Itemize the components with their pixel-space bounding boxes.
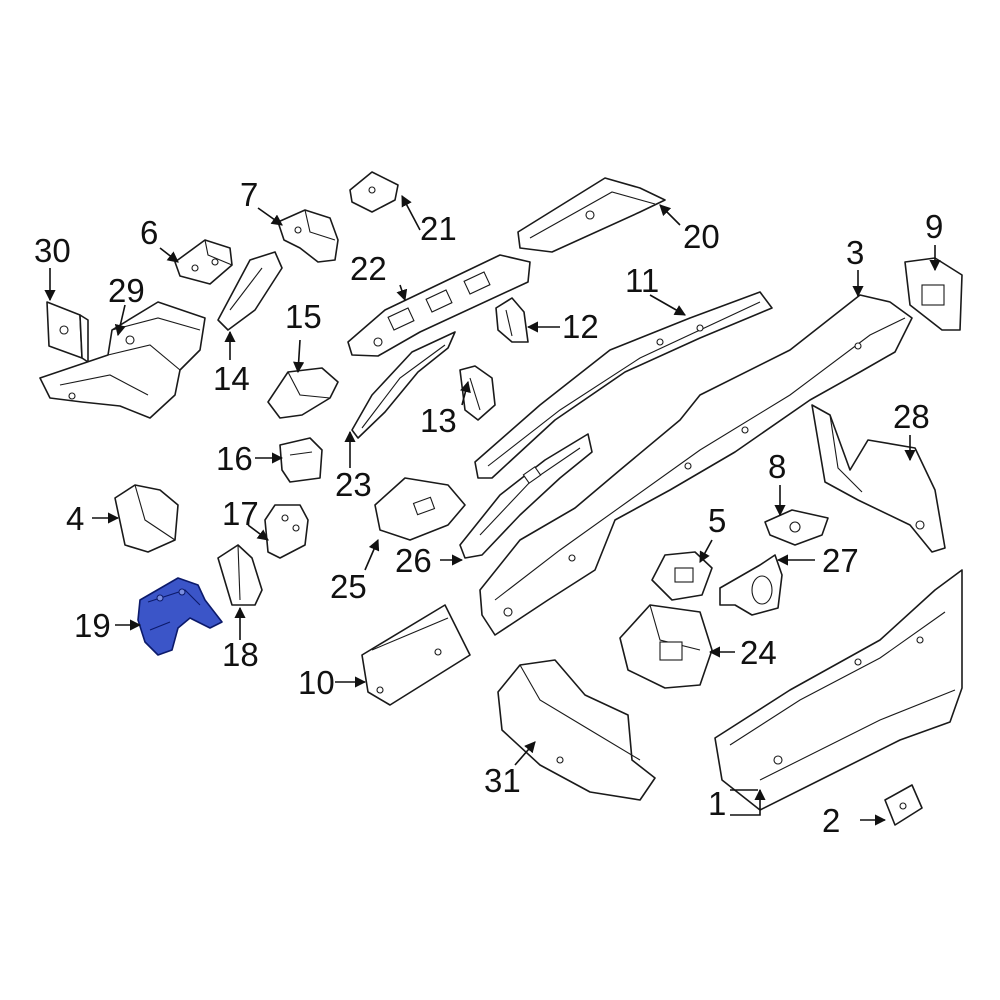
callout-4[interactable]: 4: [66, 500, 84, 537]
part-16[interactable]: [279, 437, 323, 483]
part-15[interactable]: [267, 367, 339, 419]
callout-12[interactable]: 12: [562, 308, 599, 345]
part-13[interactable]: [459, 365, 496, 421]
part-29[interactable]: [39, 301, 206, 419]
callout-27[interactable]: 27: [822, 542, 859, 579]
part-20[interactable]: [517, 177, 666, 253]
part-19[interactable]: [137, 577, 223, 656]
callout-3[interactable]: 3: [846, 234, 864, 271]
part-18[interactable]: [217, 544, 263, 606]
part-27[interactable]: [719, 554, 783, 616]
part-4[interactable]: [114, 484, 179, 553]
part-10[interactable]: [361, 604, 471, 706]
callout-2[interactable]: 2: [822, 802, 840, 839]
callout-25[interactable]: 25: [330, 568, 367, 605]
callout-1[interactable]: 1: [708, 785, 726, 822]
part-28[interactable]: [811, 404, 946, 553]
callout-7[interactable]: 7: [240, 176, 258, 213]
callout-30[interactable]: 30: [34, 232, 71, 269]
part-30[interactable]: [46, 301, 89, 363]
callout-22[interactable]: 22: [350, 250, 387, 287]
part-5[interactable]: [651, 551, 713, 601]
callout-31[interactable]: 31: [484, 762, 521, 799]
part-25[interactable]: [374, 477, 466, 541]
callout-18[interactable]: 18: [222, 636, 259, 673]
callout-10[interactable]: 10: [298, 664, 335, 701]
part-11[interactable]: [474, 291, 773, 479]
callout-20[interactable]: 20: [683, 218, 720, 255]
callout-28[interactable]: 28: [893, 398, 930, 435]
callout-5[interactable]: 5: [708, 502, 726, 539]
part-2[interactable]: [884, 784, 923, 826]
part-8[interactable]: [764, 509, 829, 546]
part-17[interactable]: [264, 504, 309, 559]
callout-23[interactable]: 23: [335, 466, 372, 503]
part-1[interactable]: [714, 569, 963, 811]
part-14[interactable]: [217, 251, 283, 331]
part-9[interactable]: [904, 257, 963, 331]
callout-labels: 30 29 6 7 14 21 20 22 15 23 12 13 11 3 9…: [34, 176, 943, 839]
callout-19[interactable]: 19: [74, 607, 111, 644]
callout-15[interactable]: 15: [285, 298, 322, 335]
part-21[interactable]: [349, 171, 399, 213]
callout-13[interactable]: 13: [420, 402, 457, 439]
callout-11[interactable]: 11: [625, 262, 659, 299]
callout-26[interactable]: 26: [395, 542, 432, 579]
part-23[interactable]: [351, 331, 456, 439]
callout-29[interactable]: 29: [108, 272, 145, 309]
part-3[interactable]: [479, 294, 913, 636]
callout-6[interactable]: 6: [140, 214, 158, 251]
callout-8[interactable]: 8: [768, 448, 786, 485]
part-22[interactable]: [347, 254, 531, 357]
callout-9[interactable]: 9: [925, 208, 943, 245]
callout-16[interactable]: 16: [216, 440, 253, 477]
callout-17[interactable]: 17: [222, 495, 259, 532]
callout-14[interactable]: 14: [213, 360, 250, 397]
part-12[interactable]: [495, 297, 529, 343]
part-26[interactable]: [459, 433, 593, 559]
part-24[interactable]: [619, 604, 713, 689]
callout-21[interactable]: 21: [420, 210, 457, 247]
callout-leaders: [44, 195, 941, 826]
part-7[interactable]: [277, 209, 339, 263]
part-31[interactable]: [497, 659, 656, 801]
callout-24[interactable]: 24: [740, 634, 777, 671]
part-6[interactable]: [174, 239, 233, 285]
